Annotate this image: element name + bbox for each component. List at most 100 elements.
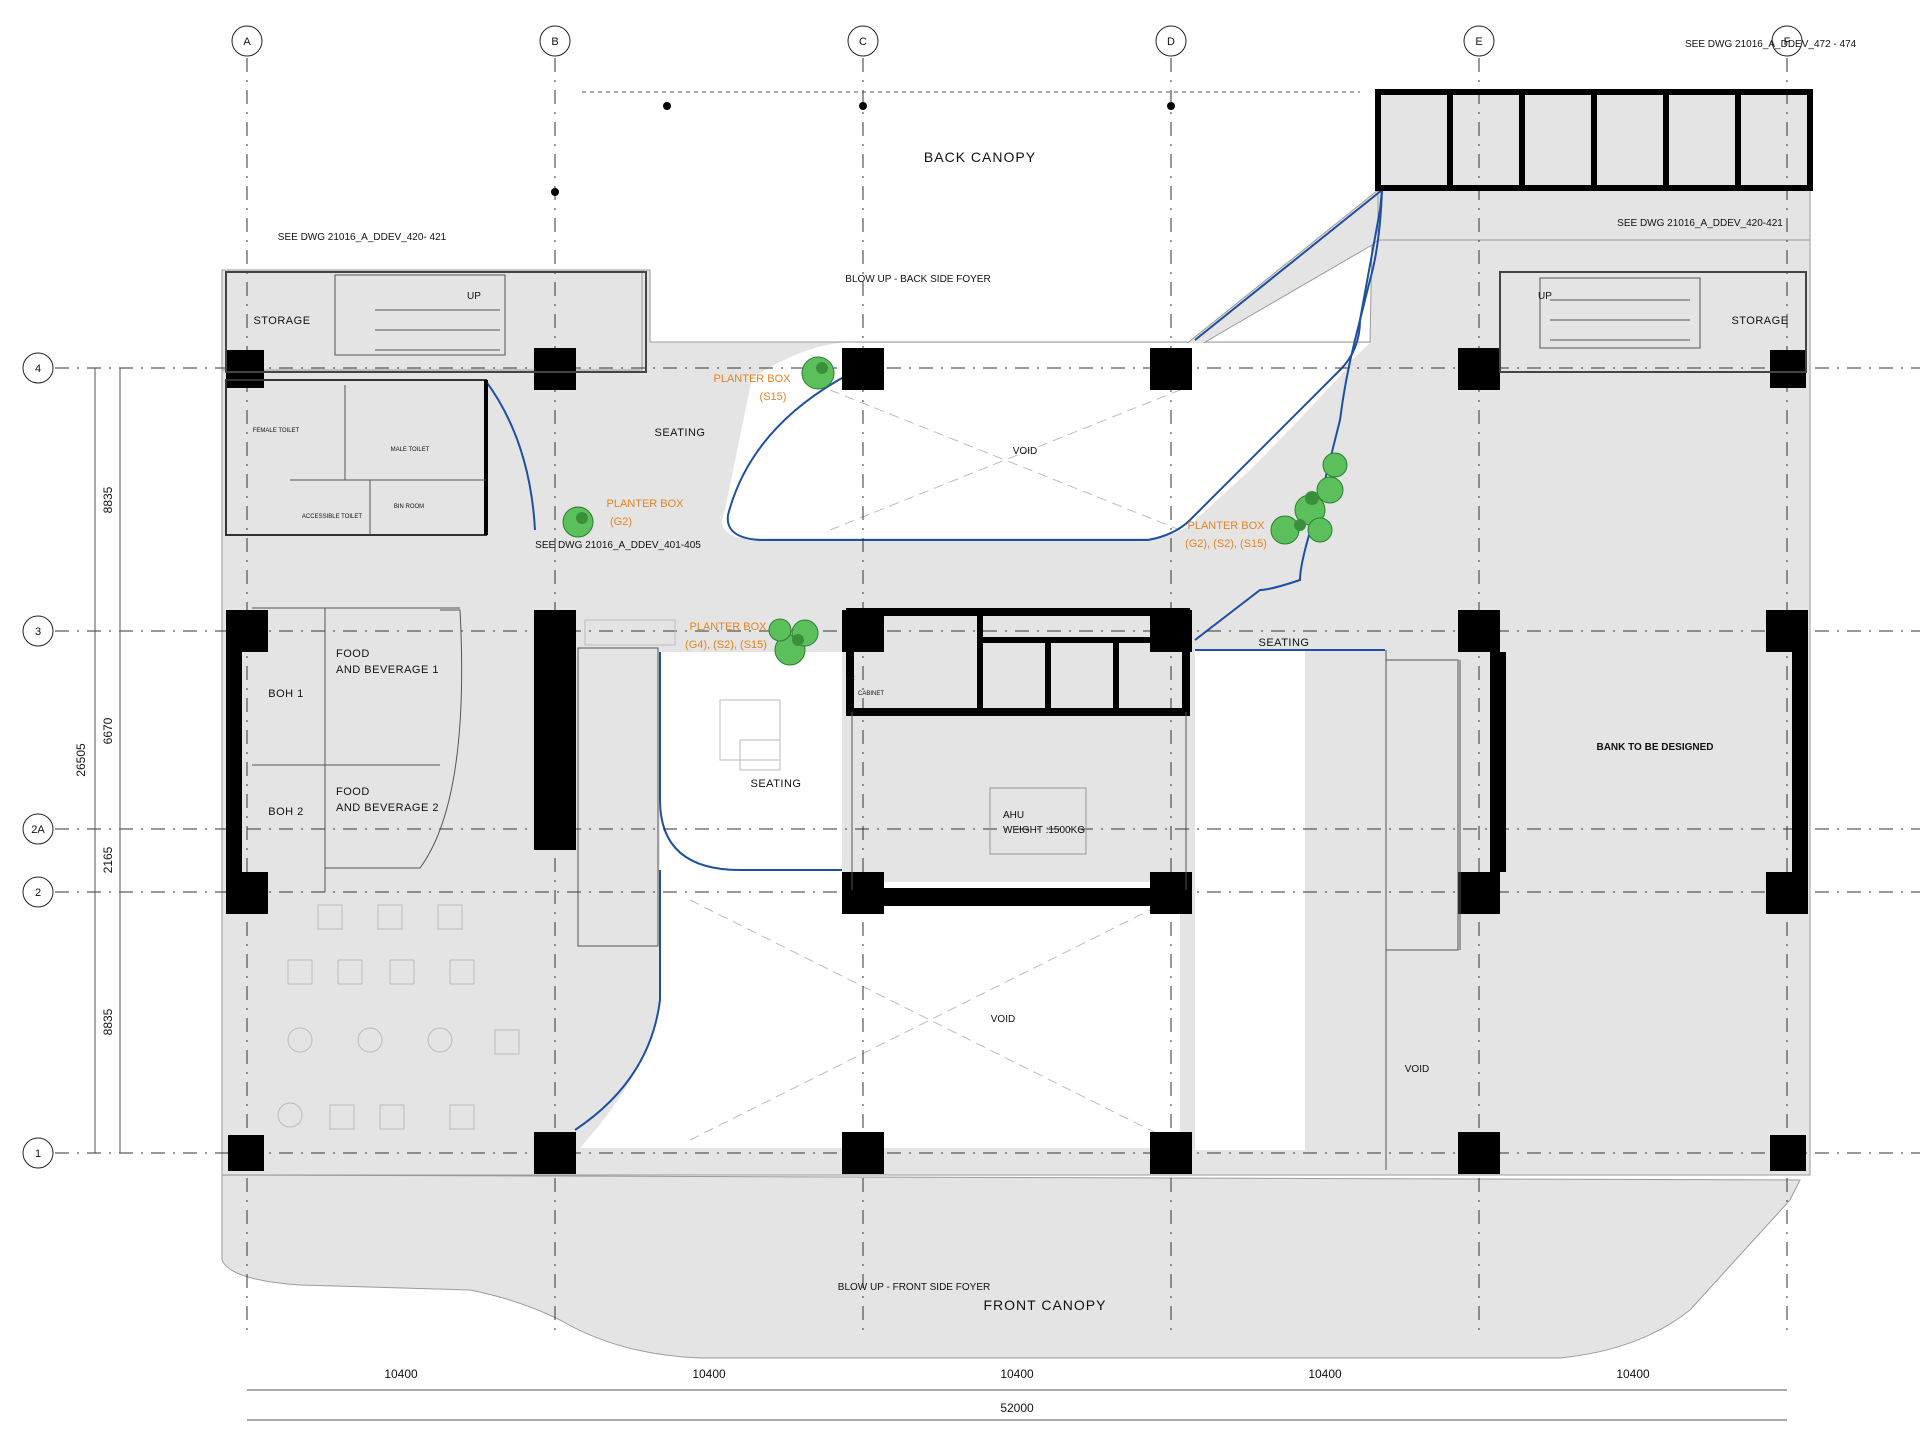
svg-text:1: 1 (35, 1148, 41, 1160)
column (1770, 350, 1806, 388)
planter-label: PLANTER BOX (689, 621, 767, 633)
dim-bay-1: 10400 (384, 1367, 418, 1381)
svg-text:2: 2 (35, 887, 41, 899)
grid-bubble-a: A (231, 25, 263, 57)
grid-bubbles: A B C D E F 4 3 2A 2 1 (22, 25, 1803, 1169)
planter-box-s15-icon (801, 356, 835, 390)
room-void-center: VOID (991, 1014, 1015, 1025)
grid-bubble-3: 3 (22, 615, 54, 647)
svg-text:E: E (1475, 36, 1482, 48)
hr-label: HR (846, 676, 855, 682)
room-fb1-line1: FOOD (336, 648, 370, 660)
svg-text:A: A (243, 36, 251, 48)
room-storage-right: STORAGE (1731, 315, 1788, 327)
grid-bubble-1: 1 (22, 1137, 54, 1169)
grid-bubble-4: 4 (22, 352, 54, 384)
column (1770, 1135, 1806, 1171)
walls (225, 271, 1808, 1170)
planter-label: PLANTER BOX (713, 373, 791, 385)
column (226, 610, 268, 652)
room-fb2-line1: FOOD (336, 786, 370, 798)
svg-text:4: 4 (35, 363, 41, 375)
room-male-toilet: MALE TOILET (391, 447, 430, 453)
planters (562, 356, 1348, 666)
dim-row-3: 2165 (101, 846, 115, 873)
column (534, 1132, 576, 1174)
grid-bubble-2a: 2A (22, 813, 54, 845)
planter-label: PLANTER BOX (606, 498, 684, 510)
floor-slab (221, 91, 1811, 1359)
room-fb1-line2: AND BEVERAGE 1 (336, 664, 439, 676)
cabinet-label: CABINET (858, 691, 884, 697)
column (1150, 348, 1192, 390)
column (1458, 348, 1500, 390)
diagonal-ramp (1183, 188, 1379, 346)
svg-text:3: 3 (35, 626, 41, 638)
planter-label: (G2), (S2), (S15) (1185, 538, 1267, 550)
dimensions: 10400 10400 10400 10400 10400 52000 8835… (74, 368, 1787, 1421)
room-accessible-toilet: ACCESSIBLE TOILET (302, 514, 362, 520)
void-right-shape (1195, 650, 1305, 1150)
column (228, 1135, 264, 1171)
dim-row-2: 6670 (101, 717, 115, 744)
structural-columns (226, 348, 1808, 1174)
grid-bubble-d: D (1155, 25, 1187, 57)
dim-total-depth: 26505 (74, 743, 88, 777)
svg-text:F: F (1784, 36, 1791, 48)
dim-bay-3: 10400 (1000, 1367, 1034, 1381)
dim-bay-4: 10400 (1308, 1367, 1342, 1381)
grid-bubble-c: C (847, 25, 879, 57)
blow-up-back-label: BLOW UP - BACK SIDE FOYER (845, 274, 990, 285)
planter-label: (G4), (S2), (S15) (685, 639, 767, 651)
column (534, 348, 576, 390)
svg-text:B: B (551, 36, 558, 48)
ref-top-right: SEE DWG 21016_A_DDEV_472 - 474 (1685, 39, 1857, 50)
column (226, 350, 264, 388)
room-seating-mid: SEATING (751, 778, 802, 790)
planter-box-g2-icon (562, 506, 594, 538)
grid-bubble-2: 2 (22, 876, 54, 908)
front-canopy-title: FRONT CANOPY (984, 1297, 1107, 1313)
grid-bubble-b: B (539, 25, 571, 57)
column-wall (534, 610, 576, 850)
column (1458, 610, 1500, 652)
front-canopy-slab (221, 1174, 1801, 1359)
column (1150, 1132, 1192, 1174)
planter-label: (S15) (760, 391, 787, 403)
upper-right-bays (1375, 89, 1813, 191)
column (842, 1132, 884, 1174)
column (1766, 610, 1808, 652)
dim-row-4: 8835 (101, 1008, 115, 1035)
room-storage-left: STORAGE (253, 315, 310, 327)
room-bin-room: BIN ROOM (394, 504, 424, 510)
room-seating-right: SEATING (1259, 637, 1310, 649)
svg-text:C: C (859, 36, 867, 48)
column (1458, 1132, 1500, 1174)
svg-text:D: D (1167, 36, 1175, 48)
ref-left-stair: SEE DWG 21016_A_DDEV_420- 421 (278, 232, 447, 243)
furniture (277, 619, 781, 1130)
column (1458, 872, 1500, 914)
ahu-label: AHU (1003, 810, 1024, 821)
dim-bay-2: 10400 (692, 1367, 726, 1381)
planter-label: (G2) (610, 516, 632, 528)
grid-bubble-e: E (1463, 25, 1495, 57)
room-void-right: VOID (1405, 1064, 1429, 1075)
ahu-box (989, 787, 1087, 855)
stair-up-left: UP (467, 291, 481, 302)
room-female-toilet: FEMALE TOILET (253, 428, 300, 434)
glazing-lines (484, 189, 1385, 1131)
dim-total-width: 52000 (1000, 1401, 1034, 1415)
svg-text:2A: 2A (31, 824, 45, 836)
grid-bubble-f: F (1771, 25, 1803, 57)
dim-bay-5: 10400 (1616, 1367, 1650, 1381)
void-top-shape (722, 342, 1370, 538)
room-boh-2: BOH 2 (268, 806, 304, 818)
back-canopy-title: BACK CANOPY (924, 149, 1036, 165)
room-seating-top: SEATING (655, 427, 706, 439)
planter-box-cluster-right-icon (1270, 452, 1348, 545)
canopy-points (551, 91, 1360, 196)
blow-up-front-label: BLOW UP - FRONT SIDE FOYER (838, 1282, 990, 1293)
room-fb2-line2: AND BEVERAGE 2 (336, 802, 439, 814)
